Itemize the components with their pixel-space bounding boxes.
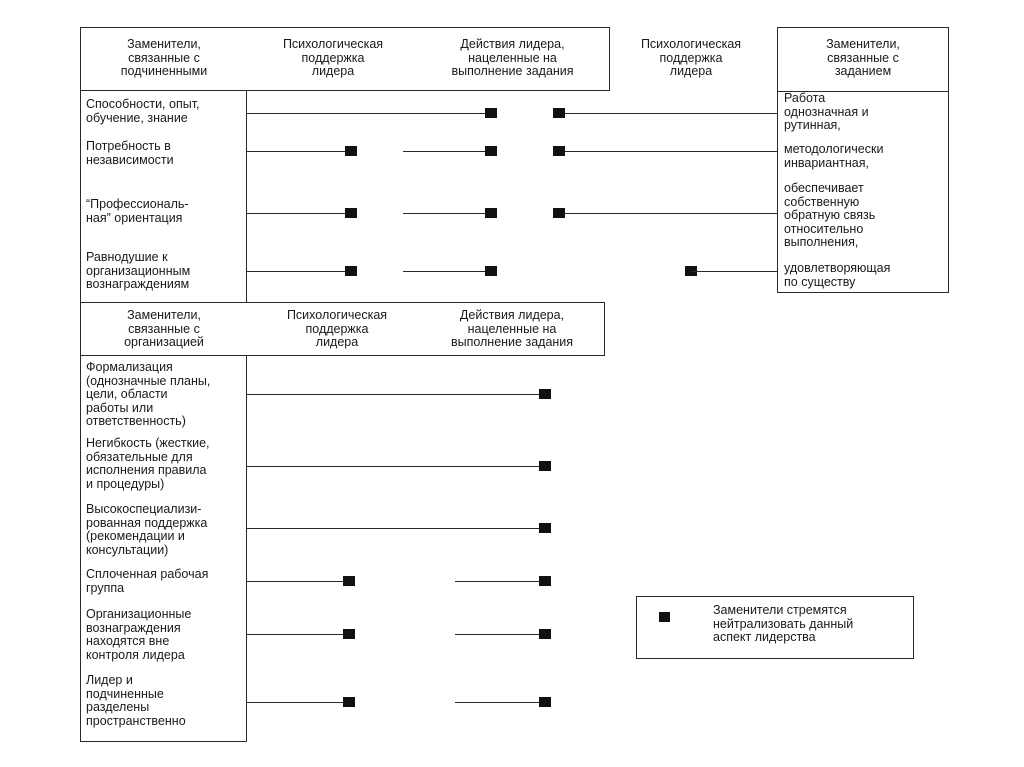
connector-abilities-right <box>559 113 777 114</box>
marker-abilities-task <box>485 108 497 118</box>
marker-professional-task <box>485 208 497 218</box>
connector-cohesive-1 <box>247 581 351 582</box>
connector-abilities-left <box>247 113 491 114</box>
marker-independence-task <box>485 146 497 156</box>
task-feedback: обеспечивает собственную обратную связь … <box>784 181 876 249</box>
row-rewards-outside-control: Организационные вознаграждения находятся… <box>86 607 192 662</box>
connector-indifference-1 <box>247 271 351 272</box>
header-psych-support-2: Психологическая поддержка лидера <box>640 37 742 78</box>
marker-cohesive-task <box>539 576 551 586</box>
header-task-actions-1: Действия лидера, нацеленные на выполнени… <box>451 37 574 78</box>
header-task-actions-org: Действия лидера, нацеленные на выполнени… <box>450 308 574 349</box>
marker-rewards-task <box>539 629 551 639</box>
connector-professional-2 <box>403 213 491 214</box>
task-satisfying: удовлетворяющая по существу <box>784 261 891 289</box>
header-subordinates: Заменители, связанные с подчиненными <box>120 37 208 78</box>
row-indifference: Равнодушие к организационным вознагражде… <box>86 250 191 291</box>
connector-inflexibility <box>247 466 541 467</box>
connector-specialized-support <box>247 528 541 529</box>
header-psych-support-1: Психологическая поддержка лидера <box>282 37 384 78</box>
connector-rewards-2 <box>455 634 541 635</box>
header-psych-support-org: Психологическая поддержка лидера <box>286 308 388 349</box>
subordinates-column <box>80 91 247 302</box>
marker-spatial-task <box>539 697 551 707</box>
marker-cohesive-psych <box>343 576 355 586</box>
header-task: Заменители, связанные с заданием <box>826 37 900 78</box>
connector-formalization <box>247 394 541 395</box>
header-organization: Заменители, связанные с организацией <box>124 308 204 349</box>
marker-abilities-task-2 <box>553 108 565 118</box>
marker-professional-task-2 <box>553 208 565 218</box>
task-box-divider <box>777 91 949 92</box>
row-formalization: Формализация (однозначные планы, цели, о… <box>86 360 211 428</box>
row-independence: Потребность в независимости <box>86 139 174 167</box>
marker-indifference-psych <box>345 266 357 276</box>
connector-indifference-3 <box>691 271 777 272</box>
connector-professional-1 <box>247 213 351 214</box>
connector-rewards-1 <box>247 634 351 635</box>
marker-independence-psych <box>345 146 357 156</box>
marker-rewards-psych <box>343 629 355 639</box>
row-professional: “Профессиональ- ная” ориентация <box>86 197 189 225</box>
legend-box <box>636 596 914 659</box>
task-invariant: методологически инвариантная, <box>784 142 884 170</box>
row-specialized-support: Высокоспециализи- рованная поддержка (ре… <box>86 502 208 557</box>
marker-professional-psych <box>345 208 357 218</box>
row-abilities: Способности, опыт, обучение, знание <box>86 97 200 125</box>
marker-inflexibility-task <box>539 461 551 471</box>
legend-marker-icon <box>659 612 670 622</box>
connector-cohesive-2 <box>455 581 541 582</box>
marker-independence-task-2 <box>553 146 565 156</box>
connector-professional-3 <box>559 213 777 214</box>
marker-spatial-psych <box>343 697 355 707</box>
row-inflexibility: Негибкость (жесткие, обязательные для ис… <box>86 436 210 491</box>
connector-spatial-2 <box>455 702 541 703</box>
organization-column <box>80 356 247 742</box>
marker-specialized-support-task <box>539 523 551 533</box>
connector-independence-3 <box>559 151 777 152</box>
connector-spatial-1 <box>247 702 351 703</box>
top-header-box <box>80 27 610 91</box>
org-header-box <box>80 302 605 356</box>
connector-independence-2 <box>403 151 491 152</box>
row-spatial-separation: Лидер и подчиненные разделены пространст… <box>86 673 186 728</box>
task-box <box>777 27 949 293</box>
legend-text: Заменители стремятся нейтрализовать данн… <box>713 603 854 644</box>
row-cohesive-group: Сплоченная рабочая группа <box>86 567 209 595</box>
connector-indifference-2 <box>403 271 491 272</box>
marker-formalization-task <box>539 389 551 399</box>
marker-indifference-task <box>485 266 497 276</box>
connector-independence-1 <box>247 151 351 152</box>
task-unambiguous: Работа однозначная и рутинная, <box>784 91 869 132</box>
